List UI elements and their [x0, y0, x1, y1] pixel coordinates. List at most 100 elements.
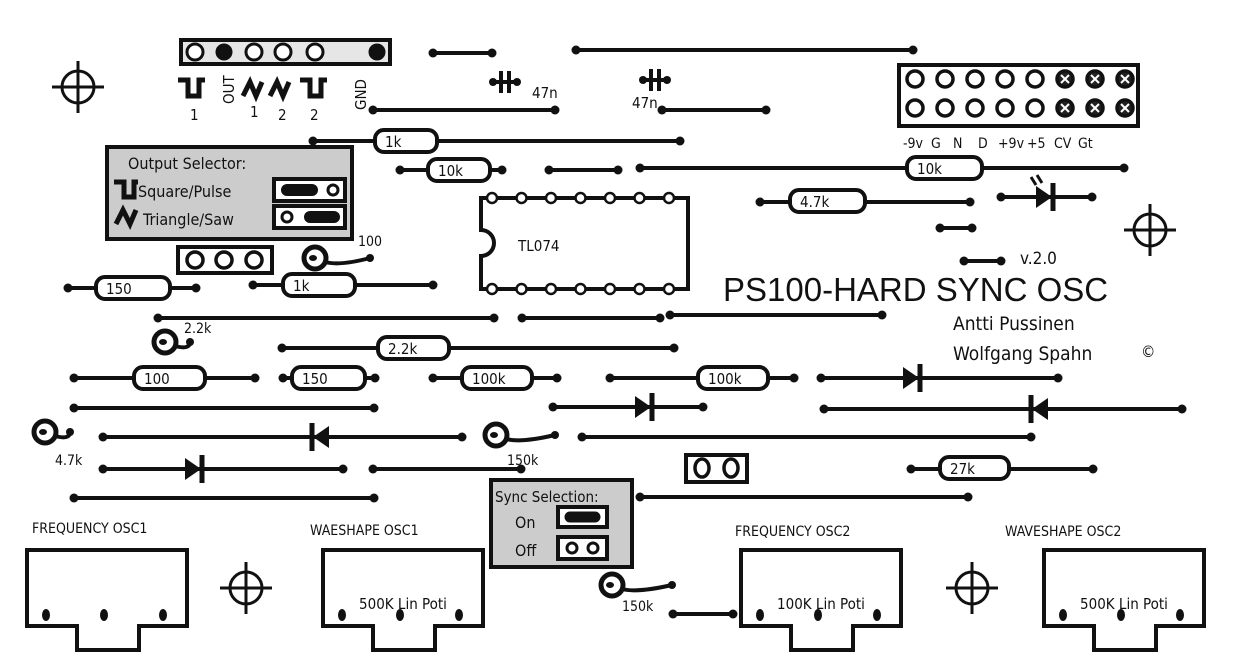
pad — [728, 609, 738, 619]
pad — [668, 609, 678, 619]
board-title: PS100-HARD SYNC OSC — [723, 271, 1108, 308]
diode — [1036, 183, 1056, 211]
pad — [571, 45, 581, 55]
pot-pin — [455, 609, 463, 621]
header-pin — [244, 42, 264, 62]
resistor-value: 27k — [950, 460, 975, 478]
pad — [613, 165, 623, 175]
pad — [665, 310, 675, 320]
resistor-value: 150 — [302, 370, 328, 388]
resistor: 100k — [696, 365, 770, 391]
resistor: 10k — [905, 155, 984, 181]
pad — [517, 313, 527, 323]
pad — [487, 48, 497, 58]
pad — [513, 78, 521, 86]
resistor-value: 4.7k — [800, 193, 829, 211]
ic-pin — [633, 282, 646, 296]
resistor-body — [376, 335, 451, 361]
resistor-body — [132, 365, 207, 391]
output-header: OUT GND 1 1 2 2 — [178, 38, 392, 124]
pad — [550, 105, 560, 115]
sync-off-label: Off — [515, 541, 537, 560]
pad — [248, 280, 258, 290]
resistor-value: 2.2k — [388, 340, 417, 358]
jumper-sync-off[interactable] — [556, 535, 609, 561]
jumper-sync-on[interactable] — [556, 505, 609, 529]
power-pin — [1025, 69, 1045, 89]
pad — [395, 165, 405, 175]
pad — [98, 432, 108, 442]
diode — [635, 393, 655, 421]
pad — [906, 464, 916, 474]
diode-body — [1036, 186, 1052, 208]
pot-label: WAVESHAPE OSC2 — [1005, 524, 1121, 540]
trimmer-lead — [324, 256, 371, 266]
version-label: v.2.0 — [1020, 249, 1057, 269]
crosshair-icon — [52, 61, 104, 113]
pin-number: 1 — [250, 103, 259, 121]
power-pin — [965, 69, 985, 89]
pad — [657, 105, 667, 115]
pad — [698, 402, 708, 412]
pad — [1053, 373, 1063, 383]
ic-pin — [662, 191, 676, 205]
resistor: 150 — [290, 365, 367, 391]
pot-footprint — [321, 548, 485, 652]
pad — [959, 256, 969, 266]
power-pin — [935, 69, 955, 89]
nc-mark-icon — [1060, 74, 1070, 84]
jumper-square[interactable] — [272, 177, 347, 203]
power-pin — [1025, 98, 1045, 118]
pad — [668, 581, 676, 589]
pad — [338, 464, 348, 474]
trimmer-wiper — [309, 255, 317, 261]
pad — [153, 313, 163, 323]
diode-body — [313, 426, 329, 448]
pot-footprint — [25, 548, 189, 652]
resistor-value: 10k — [917, 160, 942, 178]
ic-pin — [574, 282, 587, 296]
trimmer-value: 4.7k — [55, 453, 83, 469]
trimmer: 2.2k — [151, 321, 212, 356]
pad — [366, 254, 374, 262]
diode — [309, 423, 329, 451]
header-pin — [214, 250, 234, 270]
header-pin — [244, 250, 264, 270]
pad — [63, 283, 73, 293]
ic-pin — [633, 191, 646, 205]
square-pulse-label: Square/Pulse — [138, 182, 232, 201]
potentiometer: 100K Lin Poti — [739, 548, 903, 652]
pot-value: 500K Lin Poti — [1080, 595, 1168, 613]
trimmer: 100 — [301, 234, 382, 272]
resistor-value: 150 — [106, 280, 132, 298]
pot-pin — [1176, 609, 1184, 621]
pad — [1026, 432, 1036, 442]
resistor-value: 100k — [472, 370, 506, 388]
pot-label: FREQUENCY OSC2 — [735, 524, 850, 540]
resistor-body — [373, 128, 439, 154]
trimmer-wiper — [606, 582, 614, 588]
pad — [66, 428, 74, 436]
pot-pin — [338, 609, 346, 621]
diode-body — [1032, 398, 1048, 420]
pot-pin — [873, 609, 881, 621]
pad — [497, 165, 507, 175]
author-1: Antti Pussinen — [953, 313, 1075, 335]
resistor-value: 1k — [385, 133, 402, 151]
pad — [191, 283, 201, 293]
resistor-body — [426, 157, 492, 183]
ic-pin — [603, 191, 617, 205]
pad — [489, 78, 497, 86]
ic-pin — [544, 191, 558, 205]
pot-pin — [1059, 609, 1067, 621]
pad — [635, 163, 645, 173]
pad — [369, 403, 379, 413]
resistor-value: 100k — [708, 370, 742, 388]
pad — [967, 223, 977, 233]
jumper-triangle[interactable] — [272, 204, 347, 230]
ic-tl074: TL074 — [479, 191, 690, 296]
power-pin — [905, 98, 925, 118]
pin-number: 2 — [310, 106, 319, 124]
square-wave-icon — [300, 77, 327, 99]
